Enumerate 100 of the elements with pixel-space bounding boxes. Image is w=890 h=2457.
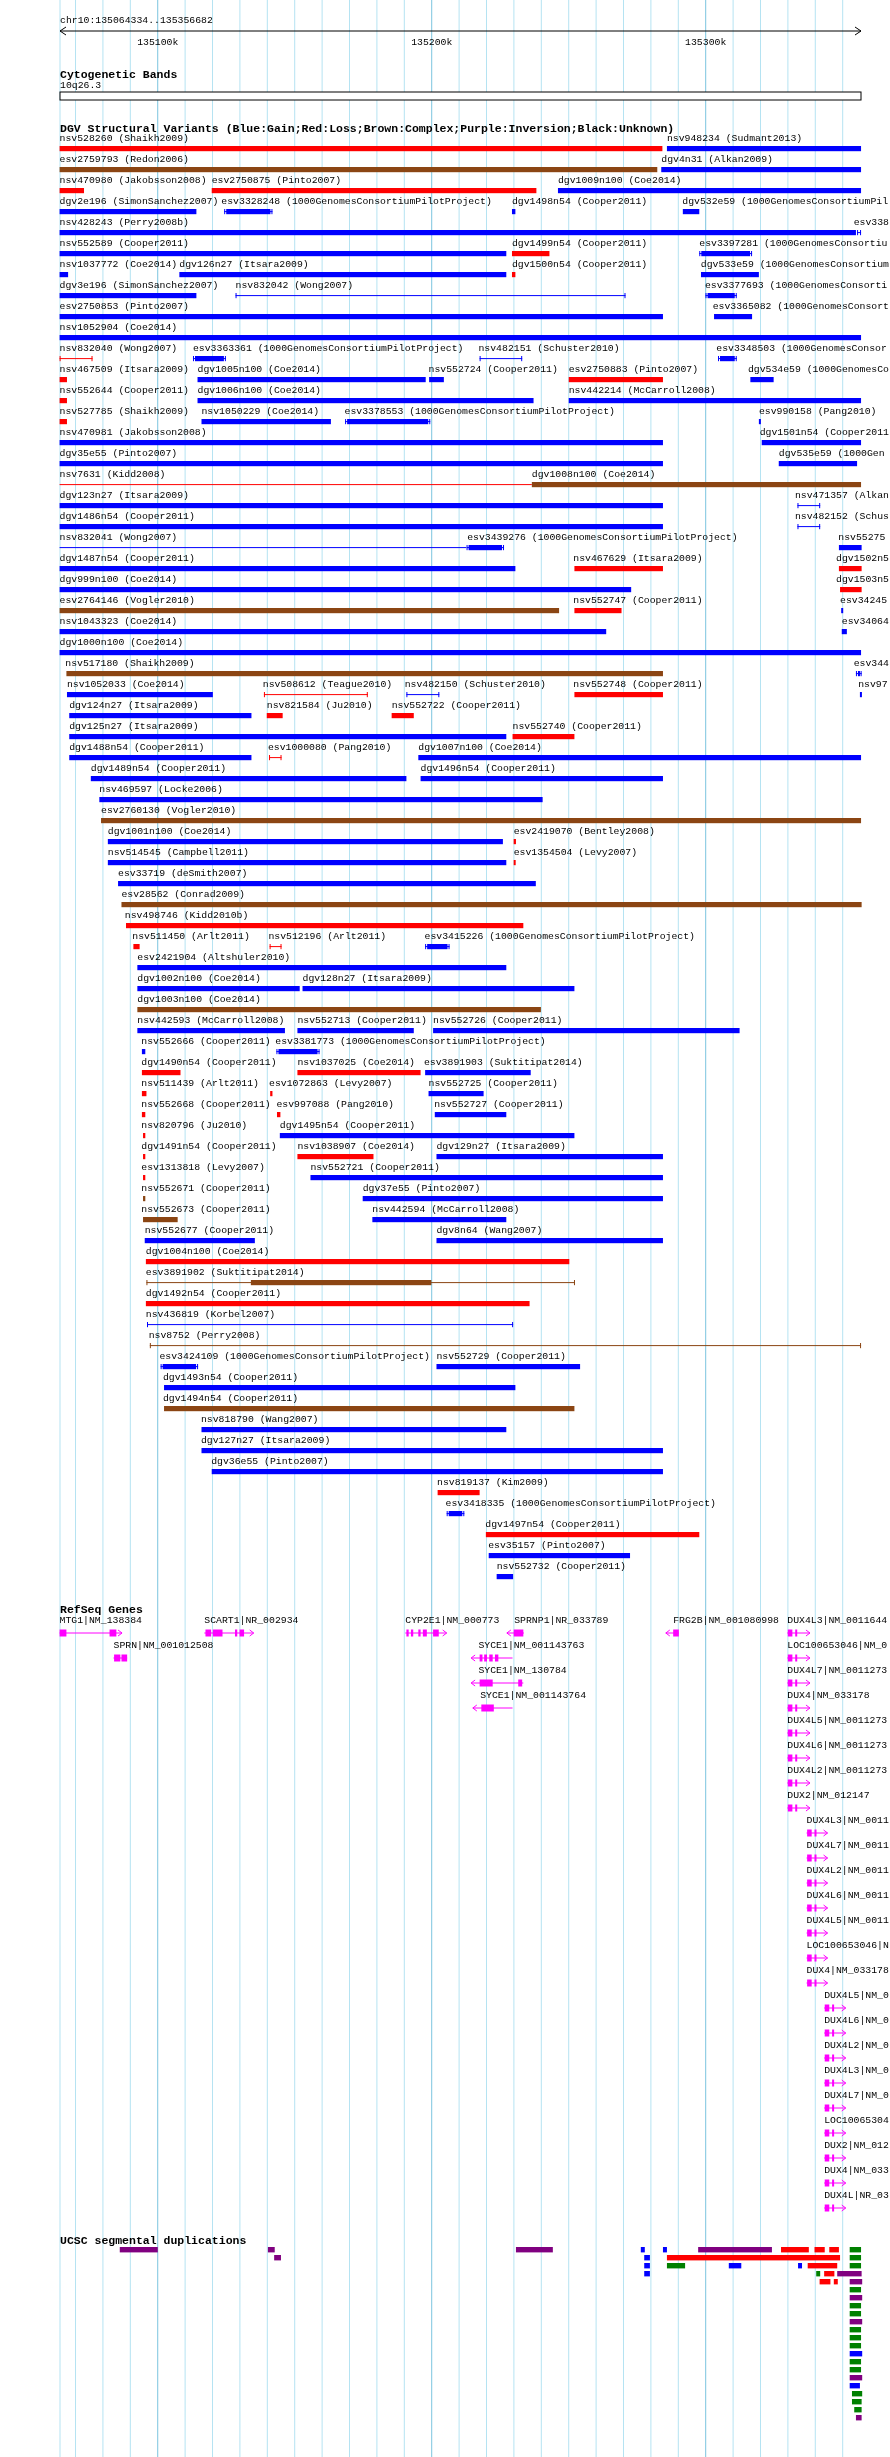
variant-label: nsv552721 (Cooper2011) [310, 1162, 440, 1174]
gene-label: SCART1|NR_002934 [204, 1615, 299, 1627]
variant-label: esv2750883 (Pinto2007) [568, 364, 699, 376]
gene-label: SYCE1|NM_130784 [478, 1665, 567, 1677]
gene-label: DUX2|NM_012147 [787, 1790, 870, 1802]
variant-label: nsv55275 [838, 532, 886, 544]
variant-label: nsv552740 (Cooper2011) [512, 721, 642, 733]
variant-label: nsv482151 (Schuster2010) [478, 343, 620, 355]
variant-label: nsv1052033 (Coe2014) [66, 679, 185, 691]
gene-label: DUX4|NM_033178 [787, 1690, 870, 1702]
variant-label: esv35157 (Pinto2007) [488, 1540, 606, 1552]
variant-label: nsv552673 (Cooper2011) [141, 1204, 271, 1216]
gene-label: DUX4L5|NM_0011 [806, 1915, 889, 1927]
variant-label: dgv1004n100 (Coe2014) [145, 1246, 270, 1258]
variant-label: esv1072863 (Levy2007) [269, 1078, 393, 1090]
variant-label: dgv999n100 (Coe2014) [59, 574, 178, 586]
variant-label: esv2759793 (Redon2006) [59, 154, 189, 166]
variant-label: nsv469597 (Locke2006) [99, 784, 223, 796]
variant-label: esv2419070 (Bentley2008) [513, 826, 655, 838]
variant-label: nsv442593 (McCarroll2008) [137, 1015, 285, 1027]
variant-label: nsv508612 (Teague2010) [262, 679, 393, 691]
gene-label: DUX4L6|NM_0011 [806, 1890, 889, 1902]
variant-label: nsv517180 (Shaikh2009) [65, 658, 195, 670]
gene-label: DUX4L7|NM_0011273 [787, 1665, 888, 1677]
variant-label: dgv534e59 (1000GenomesCo [747, 364, 889, 376]
track-title: UCSC segmental duplications [60, 2234, 247, 2248]
gene-label: DUX4|NM_033 [824, 2165, 889, 2177]
variant-label: nsv498746 (Kidd2010b) [124, 910, 249, 922]
variant-label: dgv1002n100 (Coe2014) [137, 973, 261, 985]
variant-label: dgv535e59 (1000Gen [778, 448, 885, 460]
variant-label: nsv818790 (Wang2007) [200, 1414, 319, 1426]
variant-label: nsv471357 (Alkan [794, 490, 889, 502]
variant-label: nsv552668 (Cooper2011) [141, 1099, 271, 1111]
variant-label: nsv552729 (Cooper2011) [436, 1351, 566, 1363]
variant-label: nsv1037772 (Coe2014) [59, 259, 178, 271]
variant-label: dgv1487n54 (Cooper2011) [59, 553, 195, 565]
variant-label: dgv1003n100 (Coe2014) [137, 994, 261, 1006]
variant-label: esv3415226 (1000GenomesConsortiumPilotProject) [424, 931, 695, 943]
variant-label: esv2760130 (Vogler2010) [101, 805, 237, 817]
variant-label: nsv7631 (Kidd2008) [59, 469, 166, 481]
variant-label: esv3891903 (Suktitipat2014) [424, 1057, 583, 1069]
variant-label: esv28562 (Conrad2009) [121, 889, 245, 901]
variant-label: nsv467509 (Itsara2009) [59, 364, 189, 376]
variant-label: nsv948234 (Sudmant2013) [666, 133, 803, 145]
variant-label: esv34064 [841, 616, 889, 628]
variant-label: nsv1050229 (Coe2014) [201, 406, 320, 418]
variant-label: nsv8752 (Perry2008) [148, 1330, 261, 1342]
variant-label: dgv37e55 (Pinto2007) [362, 1183, 481, 1195]
variant-label: dgv1492n54 (Cooper2011) [145, 1288, 282, 1300]
variant-label: nsv436819 (Korbel2007) [145, 1309, 276, 1321]
axis-tick-label: 135100k [137, 37, 179, 49]
variant-label: nsv819137 (Kim2009) [437, 1477, 549, 1489]
variant-label: nsv552748 (Cooper2011) [573, 679, 703, 691]
variant-label: nsv512196 (Arlt2011) [268, 931, 387, 943]
variant-label: esv3365082 (1000GenomesConsort [712, 301, 889, 313]
variant-label: nsv820796 (Ju2010) [141, 1120, 248, 1132]
gene-label: DUX4L3|NM_0011644 [787, 1615, 888, 1627]
variant-label: dgv1490n54 (Cooper2011) [141, 1057, 277, 1069]
variant-label: dgv1498n54 (Cooper2011) [511, 196, 648, 208]
variant-label: dgv2e196 (SimonSanchez2007) [59, 196, 219, 208]
variant-label: nsv442214 (McCarroll2008) [568, 385, 716, 397]
variant-label: dgv35e55 (Pinto2007) [59, 448, 178, 460]
variant-label: nsv428243 (Perry2008b) [59, 217, 189, 229]
variant-label: dgv1008n100 (Coe2014) [531, 469, 656, 481]
variant-label: nsv552722 (Cooper2011) [391, 700, 521, 712]
variant-label: dgv125n27 (Itsara2009) [69, 721, 199, 733]
variant-label: nsv470981 (Jakobsson2008) [59, 427, 207, 439]
position-label: chr10:135064334..135356682 [60, 15, 213, 27]
gene-label: DUX4L6|NM_0 [824, 2015, 889, 2027]
variant-label: nsv552644 (Cooper2011) [59, 385, 189, 397]
variant-label: dgv129n27 (Itsara2009) [436, 1141, 566, 1153]
variant-label: nsv527785 (Shaikh2009) [59, 406, 189, 418]
variant-label: dgv1488n54 (Cooper2011) [69, 742, 205, 754]
variant-label: nsv482150 (Schuster2010) [404, 679, 546, 691]
variant-label: esv997088 (Pang2010) [276, 1099, 394, 1111]
variant-label: dgv3e196 (SimonSanchez2007) [59, 280, 219, 292]
variant-label: esv2750853 (Pinto2007) [59, 301, 189, 313]
variant-label: esv3377693 (1000GenomesConsorti [704, 280, 888, 292]
variant-label: nsv821584 (Ju2010) [266, 700, 373, 712]
variant-label: esv3381773 (1000GenomesConsortiumPilotProject) [275, 1036, 546, 1048]
axis-tick-label: 135200k [411, 37, 453, 49]
variant-label: dgv1491n54 (Cooper2011) [141, 1141, 277, 1153]
variant-label: esv344 [853, 658, 889, 670]
gene-label: DUX4L2|NM_0011273 [787, 1765, 888, 1777]
gene-label: DUX4L7|NM_0011 [806, 1840, 889, 1852]
gene-label: DUX4|NM_033178 [806, 1965, 889, 1977]
variant-label: esv338 [853, 217, 889, 229]
variant-label: nsv552677 (Cooper2011) [144, 1225, 275, 1237]
gene-label: DUX2|NM_012 [824, 2140, 889, 2152]
variant-label: esv2764146 (Vogler2010) [59, 595, 195, 607]
variant-label: nsv442594 (McCarroll2008) [372, 1204, 520, 1216]
gene-label: DUX4L3|NM_0011 [806, 1815, 889, 1827]
variant-label: nsv514545 (Campbell2011) [107, 847, 249, 859]
variant-label: nsv552732 (Cooper2011) [496, 1561, 626, 1573]
gene-label: LOC100653046|NM_0 [787, 1640, 888, 1652]
variant-label: nsv832040 (Wong2007) [59, 343, 178, 355]
variant-label: esv2750875 (Pinto2007) [211, 175, 342, 187]
variant-label: dgv1495n54 (Cooper2011) [279, 1120, 416, 1132]
gene-label: DUX4L6|NM_0011273 [787, 1740, 888, 1752]
variant-label: dgv532e59 (1000GenomesConsortiumPil [682, 196, 889, 208]
